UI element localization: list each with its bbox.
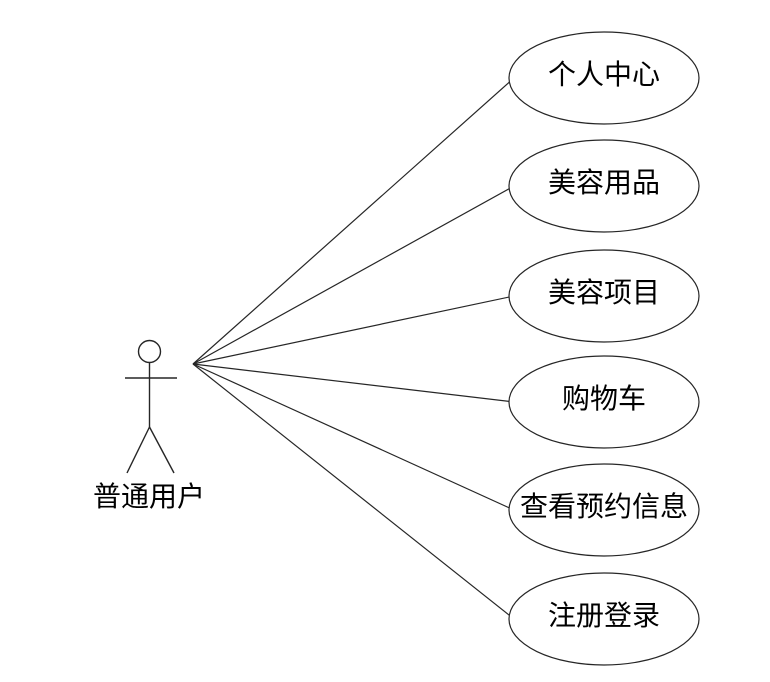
use-case-label-shopping-cart: 购物车 bbox=[561, 383, 646, 414]
use-case-label-beauty-products: 美容用品 bbox=[547, 167, 660, 198]
use-case-label-beauty-services: 美容项目 bbox=[547, 277, 660, 308]
use-case-ellipse-beauty-products bbox=[508, 139, 700, 233]
actor-right-leg-line bbox=[148, 426, 175, 474]
use-case-ellipses bbox=[508, 31, 700, 666]
association-line-personal-center bbox=[192, 77, 515, 365]
use-case-ellipse-personal-center bbox=[508, 31, 700, 125]
use-case-ellipse-shopping-cart bbox=[508, 355, 700, 449]
use-case-label-view-booking: 查看预约信息 bbox=[519, 491, 688, 522]
association-line-register-login bbox=[192, 363, 515, 620]
use-case-label-register-login: 注册登录 bbox=[547, 600, 660, 631]
association-line-beauty-services bbox=[192, 295, 515, 365]
actor-head-icon bbox=[137, 339, 162, 364]
association-line-shopping-cart bbox=[192, 363, 515, 403]
association-line-view-booking bbox=[192, 363, 515, 511]
use-case-ellipse-register-login bbox=[508, 572, 700, 666]
actor-figure bbox=[125, 339, 177, 474]
use-case-ellipse-beauty-services bbox=[508, 249, 700, 343]
actor-label: 普通用户 bbox=[92, 481, 205, 512]
actor-left-leg-line bbox=[126, 426, 151, 474]
use-case-ellipse-view-booking bbox=[508, 463, 700, 557]
association-lines bbox=[192, 77, 515, 620]
use-case-label-personal-center: 个人中心 bbox=[547, 59, 660, 90]
association-line-beauty-products bbox=[192, 185, 515, 365]
